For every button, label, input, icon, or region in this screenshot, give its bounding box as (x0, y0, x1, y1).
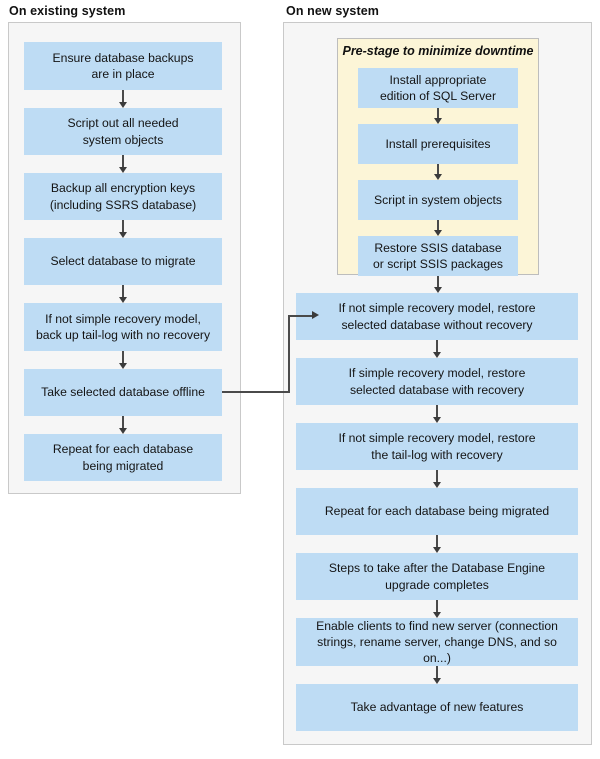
step-line-2: selected database with recovery (349, 382, 525, 397)
step-line-1: Enable clients to find new server (conne… (316, 618, 558, 633)
arrow-existing-2 (118, 155, 129, 173)
step-box-enable-clients-find-new-server[interactable]: Enable clients to find new server (conne… (296, 618, 578, 666)
step-box-take-advantage-new-features[interactable]: Take advantage of new features (296, 684, 578, 731)
step-line-2: the tail-log with recovery (371, 447, 503, 462)
step-line-2: strings, rename server, change DNS, and … (317, 634, 557, 666)
arrow-prestage-2 (433, 164, 444, 180)
step-line-1: Script in system objects (373, 192, 502, 207)
step-box-restore-tail-log-with-recovery[interactable]: If not simple recovery model, restore th… (296, 423, 578, 470)
arrow-prestage-exit (433, 276, 444, 293)
step-line-1: Install prerequisites (385, 136, 491, 151)
column-heading-new-system: On new system (286, 4, 379, 18)
step-line-1: If not simple recovery model, restore (338, 301, 536, 316)
step-line-2: (including SSRS database) (49, 197, 197, 212)
step-box-script-in-system-objects[interactable]: Script in system objects (358, 180, 518, 220)
step-box-select-database-to-migrate[interactable]: Select database to migrate (24, 238, 222, 285)
step-line-2: selected database without recovery (341, 317, 533, 332)
step-line-1: If not simple recovery model, (45, 311, 201, 326)
step-line-1: Repeat for each database (52, 442, 194, 457)
step-line-2: upgrade completes (385, 577, 489, 592)
arrow-new-3 (432, 470, 443, 488)
arrow-new-5 (432, 600, 443, 618)
step-box-backup-tail-log-no-recovery[interactable]: If not simple recovery model, back up ta… (24, 303, 222, 351)
step-box-restore-ssis-database[interactable]: Restore SSIS database or script SSIS pac… (358, 236, 518, 276)
arrow-prestage-1 (433, 108, 444, 124)
step-box-install-sql-server-edition[interactable]: Install appropriate edition of SQL Serve… (358, 68, 518, 108)
step-line-1: Ensure database backups (52, 50, 194, 65)
step-line-1: Install appropriate (389, 72, 487, 87)
arrow-new-6 (432, 666, 443, 684)
arrow-prestage-3 (433, 220, 444, 236)
arrow-new-1 (432, 340, 443, 358)
step-line-1: If simple recovery model, restore (348, 366, 526, 381)
step-line-2: are in place (91, 67, 155, 81)
step-line-2: or script SSIS packages (372, 257, 504, 271)
step-box-install-prerequisites[interactable]: Install prerequisites (358, 124, 518, 164)
arrow-existing-1 (118, 90, 129, 108)
step-line-1: Take selected database offline (41, 385, 205, 400)
step-box-take-database-offline[interactable]: Take selected database offline (24, 369, 222, 416)
step-line-1: Steps to take after the Database Engine (328, 561, 546, 576)
arrow-existing-3 (118, 220, 129, 238)
arrow-existing-4 (118, 285, 129, 303)
step-box-restore-with-recovery[interactable]: If simple recovery model, restore select… (296, 358, 578, 405)
arrow-new-4 (432, 535, 443, 553)
step-line-1: Take advantage of new features (350, 700, 524, 715)
column-heading-existing-system: On existing system (9, 4, 126, 18)
step-box-restore-without-recovery[interactable]: If not simple recovery model, restore se… (296, 293, 578, 340)
arrow-new-2 (432, 405, 443, 423)
step-line-1: If not simple recovery model, restore (338, 431, 536, 446)
step-box-backup-encryption-keys[interactable]: Backup all encryption keys (including SS… (24, 173, 222, 220)
step-box-script-out-system-objects[interactable]: Script out all needed system objects (24, 108, 222, 155)
connector-segment-bottom (222, 391, 290, 393)
arrow-existing-5 (118, 351, 129, 369)
step-line-1: Select database to migrate (50, 254, 196, 269)
connector-arrowhead (312, 310, 319, 319)
step-box-repeat-each-database-migrated[interactable]: Repeat for each database being migrated (296, 488, 578, 535)
connector-segment-top (288, 315, 314, 317)
step-box-repeat-for-each-database[interactable]: Repeat for each database being migrated (24, 434, 222, 481)
step-line-2: being migrated (82, 458, 164, 473)
arrow-existing-6 (118, 416, 129, 434)
step-line-2: edition of SQL Server (379, 89, 497, 103)
step-box-ensure-database-backups[interactable]: Ensure database backups are in place (24, 42, 222, 90)
step-line-1: Restore SSIS database (374, 240, 502, 255)
step-box-post-upgrade-steps[interactable]: Steps to take after the Database Engine … (296, 553, 578, 600)
step-line-2: system objects (82, 132, 164, 147)
step-line-2: back up tail-log with no recovery (35, 328, 211, 342)
step-line-1: Script out all needed (67, 116, 179, 131)
connector-segment-vertical (288, 315, 290, 393)
step-line-1: Backup all encryption keys (50, 181, 196, 196)
prestage-title: Pre-stage to minimize downtime (342, 44, 534, 58)
step-line-1: Repeat for each database being migrated (324, 504, 550, 519)
